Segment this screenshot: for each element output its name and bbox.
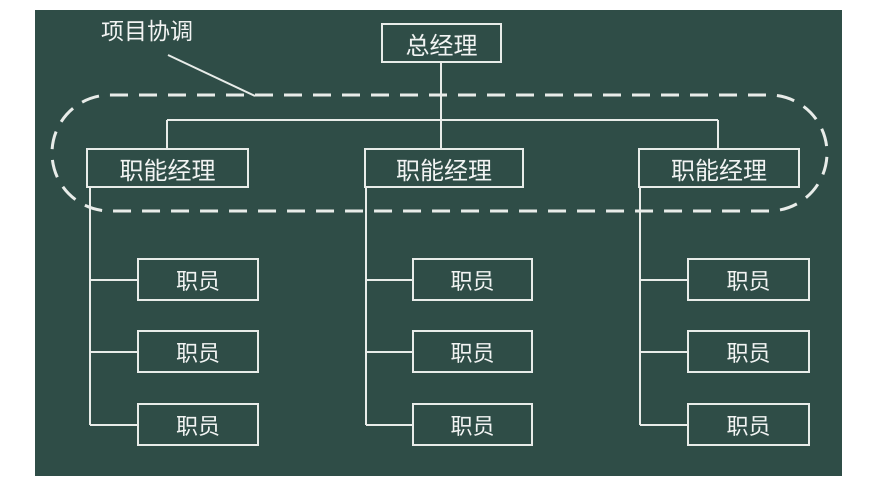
manager-box-2: 职能经理 xyxy=(364,148,524,188)
annotation-pointer-line xyxy=(167,54,256,97)
staff-box-3-3: 职员 xyxy=(687,403,810,446)
staff-box-2-3: 职员 xyxy=(412,403,533,446)
staff-box-1-2: 职员 xyxy=(137,330,259,373)
annotation-label: 项目协调 xyxy=(101,19,193,45)
staff-box-1-1: 职员 xyxy=(137,258,259,301)
staff-box-2-1: 职员 xyxy=(412,258,533,301)
coordination-dashed-ellipse xyxy=(50,93,829,213)
staff-box-1-3: 职员 xyxy=(137,403,259,446)
manager-box-3: 职能经理 xyxy=(638,148,800,188)
staff-box-3-1: 职员 xyxy=(687,258,810,301)
manager-box-1: 职能经理 xyxy=(86,148,249,188)
staff-box-3-2: 职员 xyxy=(687,330,810,373)
staff-box-2-2: 职员 xyxy=(412,330,533,373)
general-manager-box: 总经理 xyxy=(381,23,502,63)
diagram-board xyxy=(35,10,842,476)
